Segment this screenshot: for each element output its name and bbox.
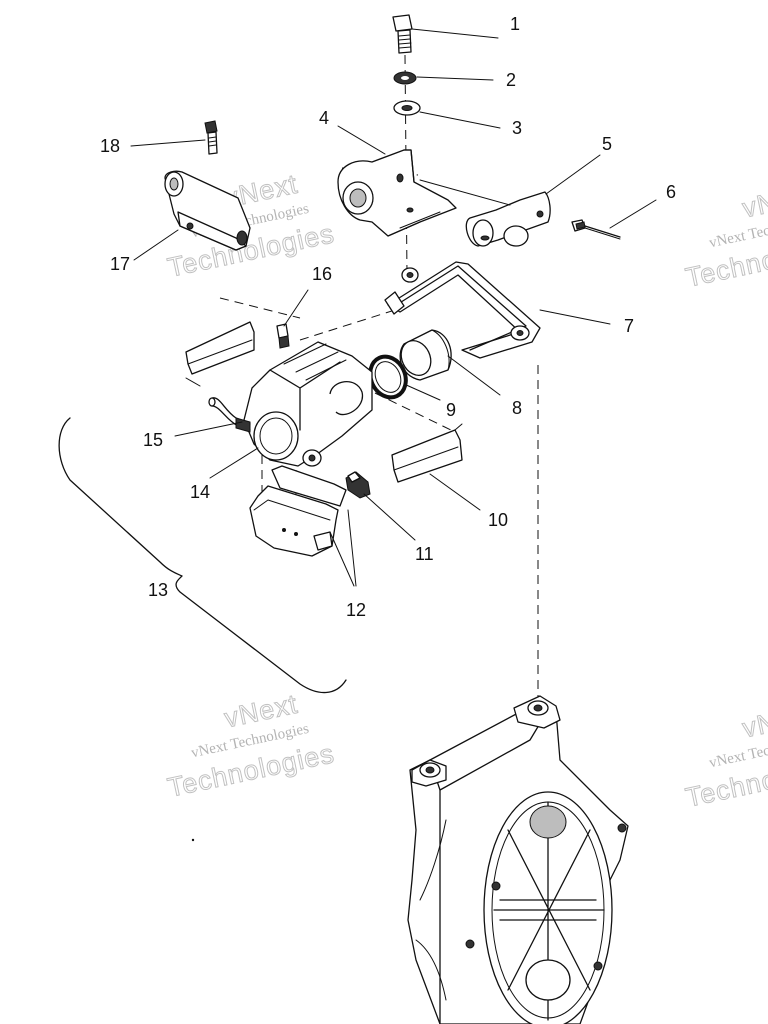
callout-2: 2 — [506, 70, 516, 90]
callout-4: 4 — [319, 108, 329, 128]
part-11-bleeder — [345, 471, 371, 499]
callout-11: 11 — [415, 544, 434, 564]
callout-18: 18 — [100, 136, 120, 156]
callout-1: 1 — [510, 14, 520, 34]
left-shim — [185, 321, 255, 387]
mounting-bracket-chaincase — [407, 695, 629, 1024]
callout-10: 10 — [488, 510, 508, 530]
part-16-screw — [276, 323, 290, 349]
callout-15: 15 — [143, 430, 163, 450]
caliper-centerline — [219, 297, 301, 319]
callout-3: 3 — [512, 118, 522, 138]
part-3-washer — [393, 100, 421, 116]
speck — [191, 838, 195, 842]
callout-numbers: 1 2 3 4 5 6 7 8 9 10 11 12 13 14 15 16 1… — [100, 14, 676, 620]
callout-17: 17 — [110, 254, 130, 274]
callout-13: 13 — [148, 580, 168, 600]
callout-6: 6 — [666, 182, 676, 202]
caliper-centerline — [299, 309, 396, 341]
watermark-top: vNext — [740, 179, 768, 224]
part-1-bolt — [392, 14, 413, 54]
part-10-shim — [391, 423, 463, 483]
part-4-mounting-arm — [337, 149, 457, 237]
part-12-brake-pads — [249, 465, 347, 557]
callout-16: 16 — [312, 264, 332, 284]
callout-12: 12 — [346, 600, 366, 620]
part-18-bolt — [204, 120, 218, 155]
part-8-piston — [399, 329, 452, 381]
watermark-top: vNext — [740, 699, 768, 744]
part-13-assembly-brace — [58, 417, 347, 694]
part-15-hose — [208, 397, 251, 433]
part-7-bracket-frame — [384, 261, 541, 359]
callout-7: 7 — [624, 316, 634, 336]
part-6-screw — [571, 219, 621, 240]
callout-5: 5 — [602, 134, 612, 154]
watermark-group: vNext vNext Technologies Technologies vN… — [164, 168, 768, 813]
part-14-caliper — [243, 341, 373, 467]
callout-9: 9 — [446, 400, 456, 420]
leader-lines — [130, 28, 657, 587]
callout-14: 14 — [190, 482, 210, 502]
part-2-lock-washer — [393, 71, 417, 85]
part-17-lever-housing — [164, 170, 251, 251]
part-5-link-arm — [419, 179, 551, 247]
callout-8: 8 — [512, 398, 522, 418]
